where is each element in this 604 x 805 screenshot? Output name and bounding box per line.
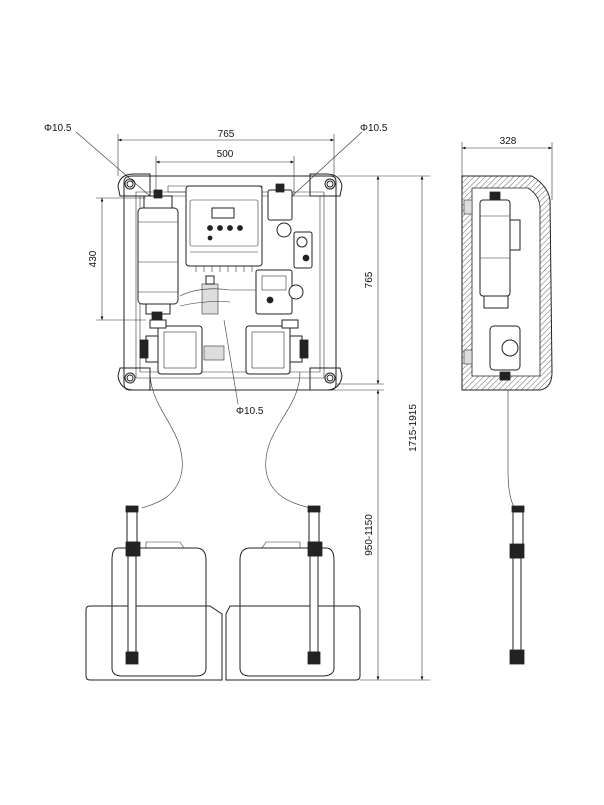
label-panel-height-right: 765 — [364, 271, 375, 288]
right-canister — [225, 505, 361, 681]
dim-panel-height-upper — [96, 197, 146, 321]
bottom-left-pump — [139, 319, 225, 375]
label-mount-height: 950-1150 — [364, 514, 375, 556]
label-total-height: 1715-1915 — [408, 404, 419, 452]
label-hole-top-right: Φ10.5 — [360, 123, 388, 134]
dim-depth — [461, 142, 553, 200]
controller-unit — [185, 185, 263, 272]
label-panel-height-upper: 430 — [88, 250, 99, 267]
dim-bracket-spacing — [155, 156, 295, 196]
right-valve-cluster — [267, 183, 313, 269]
left-cylinder — [137, 189, 179, 323]
dim-mount-height — [200, 389, 430, 681]
label-total-width: 765 — [218, 129, 235, 140]
hose-right — [265, 371, 311, 509]
leader-hole-bottom — [223, 319, 239, 405]
label-bracket-spacing: 500 — [217, 149, 234, 160]
dim-panel-height-right — [336, 175, 430, 385]
label-hole-bottom: Φ10.5 — [236, 406, 264, 417]
hose-left — [141, 371, 183, 509]
dim-total-width — [117, 134, 335, 176]
middle-pump-block — [179, 269, 304, 315]
side-hose — [507, 390, 517, 511]
side-view-housing — [461, 175, 553, 391]
leader-hole-top-left — [75, 131, 151, 197]
bottom-right-pump — [245, 319, 309, 375]
label-depth: 328 — [500, 136, 517, 147]
side-lance — [509, 505, 525, 665]
label-hole-top-left: Φ10.5 — [44, 123, 72, 134]
left-canister — [85, 505, 223, 681]
leader-hole-top-right — [291, 131, 363, 197]
